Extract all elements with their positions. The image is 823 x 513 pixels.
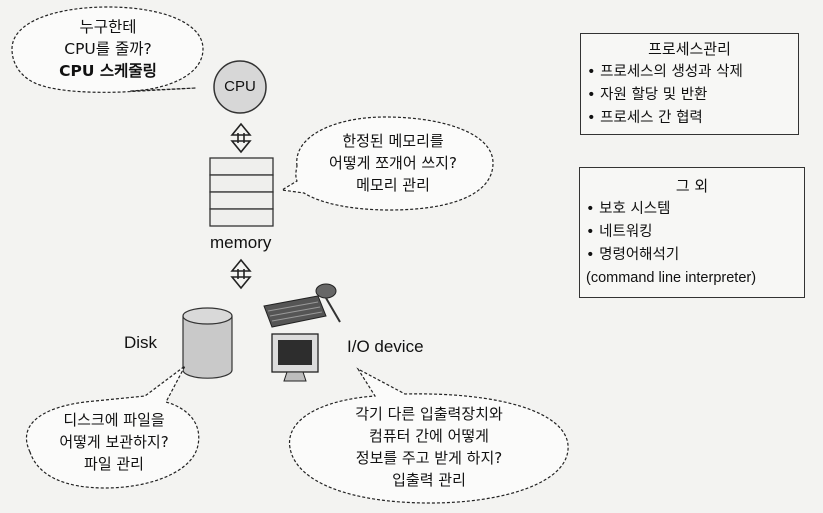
io-bubble-line: 입출력 관리 [392, 471, 466, 489]
disk-cylinder [182, 307, 233, 379]
cpu-bubble-line: CPU를 줄까? [64, 40, 152, 58]
io-device-picture [263, 283, 341, 382]
process-management-box: 프로세스관리 • 프로세스의 생성과 삭제 • 자원 할당 및 반환 • 프로세… [580, 33, 799, 135]
disk-speech-bubble [25, 365, 200, 489]
memory-label: memory [210, 233, 272, 252]
io-bubble-text: 각기 다른 입출력장치와 컴퓨터 간에 어떻게 정보를 주고 받게 하지? 입출… [300, 403, 558, 491]
disk-bubble-line: 어떻게 보관하지? [59, 433, 169, 451]
io-bubble-line: 정보를 주고 받게 하지? [355, 449, 503, 467]
process-box-item: • 자원 할당 및 반환 [587, 87, 708, 103]
memory-bubble-text: 한정된 메모리를 어떻게 쪼개어 쓰지? 메모리 관리 [300, 130, 486, 196]
cpu-bubble-text: 누구한테 CPU를 줄까? CPU 스케줄링 [28, 16, 188, 82]
io-device-label: I/O device [347, 337, 424, 356]
process-box-item: • 프로세스의 생성과 삭제 [587, 64, 743, 80]
cpu-memory-arrow-icon [230, 122, 252, 154]
memory-speech-bubble [280, 116, 494, 211]
cpu-bubble-line: 누구한테 [79, 18, 137, 36]
disk-bubble-text: 디스크에 파일을 어떻게 보관하지? 파일 관리 [30, 409, 198, 475]
memory-io-arrow-icon [230, 258, 252, 290]
io-bubble-line: 각기 다른 입출력장치와 [355, 405, 503, 423]
other-box-item: (command line interpreter) [586, 270, 757, 286]
memory-bubble-line: 메모리 관리 [356, 176, 430, 194]
other-functions-box: 그 외 • 보호 시스템 • 네트워킹 • 명령어해석기 (command li… [579, 167, 805, 298]
process-box-item: • 프로세스 간 협력 [587, 110, 703, 126]
process-box-title: 프로세스관리 [648, 40, 731, 58]
other-box-item: • 네트워킹 [586, 224, 653, 240]
cpu-bubble-line: CPU 스케줄링 [59, 62, 157, 80]
cpu-label: CPU [224, 78, 256, 95]
memory-bubble-line: 어떻게 쪼개어 쓰지? [329, 154, 457, 172]
other-box-item: • 보호 시스템 [586, 201, 671, 217]
io-speech-bubble [288, 367, 569, 504]
memory-stack [209, 157, 274, 227]
other-box-title: 그 외 [675, 177, 709, 195]
cpu-speech-bubble [11, 6, 204, 93]
cpu-circle [213, 60, 267, 114]
memory-bubble-line: 한정된 메모리를 [342, 132, 444, 150]
disk-label: Disk [124, 333, 158, 352]
io-bubble-line: 컴퓨터 간에 어떻게 [369, 427, 489, 445]
other-box-item: • 명령어해석기 [586, 247, 680, 263]
disk-bubble-line: 디스크에 파일을 [63, 411, 165, 429]
disk-bubble-line: 파일 관리 [84, 455, 144, 473]
